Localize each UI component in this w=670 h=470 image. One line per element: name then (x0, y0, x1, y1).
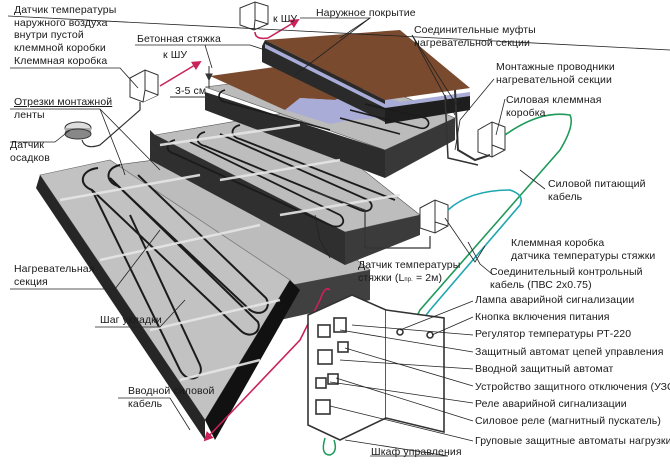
label-line: кабель (128, 397, 163, 410)
step-3-side (385, 118, 455, 178)
label-line: внутри пустой (14, 29, 84, 41)
label-part: стяжки (L (358, 271, 405, 284)
label-control-cabinet: Шкаф управления (371, 446, 462, 458)
power-supply-cable (409, 113, 573, 331)
label-input-cable: Вводной силовой кабель (128, 385, 214, 410)
label-line: Датчик (10, 139, 45, 151)
label-screed-sensor-box: Клеммная коробка датчика температуры стя… (511, 237, 655, 262)
label-line: Клеммная коробка (511, 237, 605, 249)
label-heating-section: Нагревательная секция (14, 263, 95, 288)
label-screed-sensor: Датчик температуры стяжки (Lпр. = 2м) (358, 259, 460, 286)
outdoor-sensor-box-icon (239, 1, 269, 31)
label-line: Силовой питающий (548, 178, 646, 190)
control-cabinet-icon (307, 294, 445, 441)
label-line: осадков (10, 151, 50, 164)
label-line: кабель (548, 190, 583, 203)
label-line: наружного воздуха (14, 16, 108, 29)
precipitation-sensor-icon (64, 121, 92, 140)
label-line: Отрезки монтажной (14, 96, 113, 108)
label-line: стяжки (Lпр. = 2м) (358, 272, 460, 287)
cabinet-item: Регулятор температуры РТ-220 (475, 328, 632, 340)
heating-cable-step3 (218, 89, 430, 135)
label-terminal-box: Клеммная коробка (14, 55, 108, 67)
label-outer-cover: Наружное покрытие (316, 7, 416, 19)
cabinet-item: Защитный автомат цепей управления (475, 346, 664, 358)
thickness-marker (170, 66, 213, 98)
step-2-side (345, 215, 420, 265)
cabinet-item: Вводной защитный автомат (475, 363, 614, 375)
label-line: клеммной коробки (14, 41, 106, 54)
to-cabinet-arrow-left (159, 61, 202, 87)
label-to-cabinet-left: к ШУ (163, 49, 188, 61)
label-line: кабель (ПВС 2х0.75) (490, 278, 592, 291)
label-line: ленты (14, 108, 45, 121)
sensor-wire (81, 102, 141, 148)
label-line: нагревательной секции (414, 36, 530, 49)
control-cable (414, 189, 523, 331)
label-line: Соединительные муфты (414, 24, 536, 36)
cabinet-leader-lines (329, 300, 474, 442)
cabinet-item: Лампа аварийной сигнализации (475, 294, 635, 306)
label-concrete-screed: Бетонная стяжка (137, 33, 221, 45)
step-2-riser (150, 130, 345, 265)
label-line: Силовая клеммная (506, 94, 602, 106)
cabinet-cables-loop (322, 437, 337, 456)
cabinet-item: Устройство защитного отключения (УЗО) (475, 381, 670, 393)
cabinet-item: Груповые защитные автоматы нагрузки (475, 435, 670, 447)
terminal-box-icon (129, 69, 159, 103)
to-cabinet-arrow-top (254, 19, 300, 40)
label-line: датчика температуры стяжки (511, 249, 656, 262)
lower-landing-front (36, 175, 205, 440)
label-power-terminal-box: Силовая клеммная коробка (506, 94, 601, 119)
label-laying-step: Шаг укладки (100, 314, 162, 326)
label-line: коробка (506, 106, 546, 119)
label-mounting-tape: Отрезки монтажной ленты (14, 96, 112, 121)
label-power-cable: Силовой питающий кабель (548, 178, 646, 203)
label-line: Вводной силовой (128, 385, 215, 397)
cabinet-item: Реле аварийной сигнализации (475, 398, 627, 410)
label-line: Датчик температуры (358, 259, 461, 271)
label-couplings: Соединительные муфты нагревательной секц… (414, 24, 536, 49)
cabinet-item: Кнопка включения питания (475, 311, 610, 323)
label-to-cabinet-top: к ШУ (273, 13, 298, 25)
label-mount-conductors: Монтажные проводники нагревательной секц… (496, 61, 615, 86)
lower-landing-edge (205, 280, 300, 440)
label-subscript: пр. (404, 276, 413, 283)
label-precip-sensor: Датчик осадков (10, 139, 50, 164)
cabinet-item: Силовое реле (магнитный пускатель) (475, 415, 661, 427)
power-terminal-box-icon (477, 121, 506, 158)
label-line: Датчик температуры (14, 4, 117, 16)
step-3-riser (205, 80, 385, 178)
screed-sensor-wire (309, 189, 431, 249)
label-line: нагревательной секции (496, 73, 612, 86)
label-line: секция (14, 275, 48, 288)
mounting-conductors-2 (444, 94, 479, 166)
screed-sensor-box-icon (419, 199, 449, 234)
label-line: Монтажные проводники (496, 61, 615, 73)
label-control-cable: Соединительный контрольный кабель (ПВС 2… (490, 266, 643, 291)
label-part: = 2м) (412, 271, 443, 284)
leader-lines (7, 15, 670, 457)
mounting-tapes (59, 123, 401, 382)
label-outdoor-sensor: Датчик температуры наружного воздуха вну… (14, 4, 116, 54)
input-power-cable[interactable] (203, 287, 331, 442)
label-line: Нагревательная (14, 263, 95, 275)
label-line: Соединительный контрольный (490, 266, 643, 278)
mounting-conductors (454, 89, 491, 162)
label-thickness: 3-5 см (175, 85, 207, 97)
